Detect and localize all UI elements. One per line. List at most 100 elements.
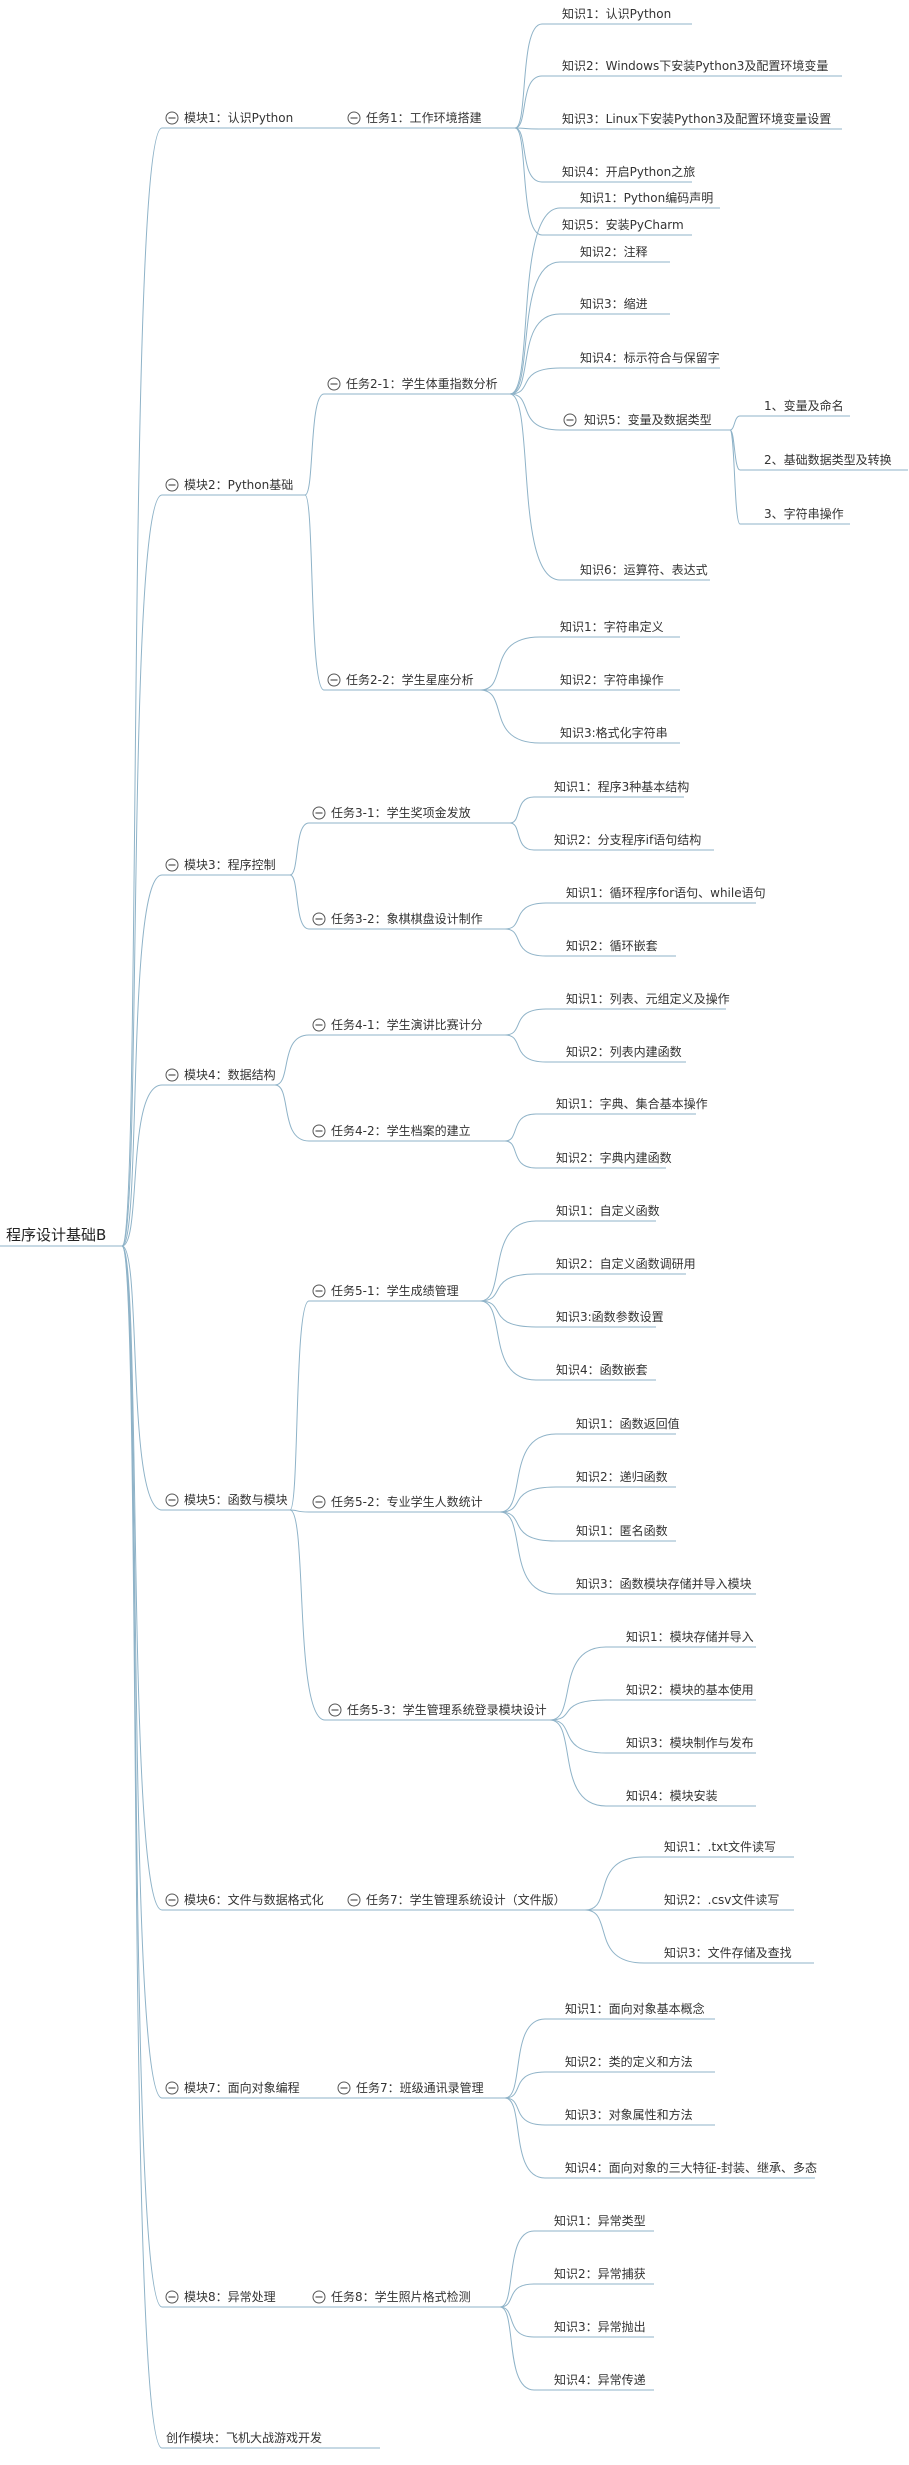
collapse-icon[interactable] bbox=[165, 1893, 179, 1907]
collapse-icon[interactable] bbox=[312, 2290, 326, 2304]
knowledge-node[interactable]: 知识1：面向对象基本概念 bbox=[565, 2001, 705, 2016]
connector-line bbox=[504, 1113, 537, 1142]
knowledge-node[interactable]: 知识2：列表内建函数 bbox=[566, 1044, 682, 1059]
knowledge-node[interactable]: 知识1：字典、集合基本操作 bbox=[556, 1096, 708, 1111]
task-node[interactable]: 任务5-1：学生成绩管理 bbox=[331, 1283, 459, 1298]
subtopic-node[interactable]: 2、基础数据类型及转换 bbox=[764, 452, 892, 467]
collapse-icon[interactable] bbox=[312, 1284, 326, 1298]
module-node[interactable]: 模块8：异常处理 bbox=[184, 2290, 276, 2304]
knowledge-node[interactable]: 知识4：标示符合与保留字 bbox=[580, 350, 720, 365]
collapse-icon[interactable] bbox=[312, 1018, 326, 1032]
knowledge-node[interactable]: 知识2：字符串操作 bbox=[560, 672, 664, 687]
knowledge-node[interactable]: 知识3：异常抛出 bbox=[554, 2319, 646, 2334]
task-node[interactable]: 任务2-2：学生星座分析 bbox=[346, 672, 474, 687]
collapse-icon[interactable] bbox=[165, 858, 179, 872]
collapse-icon[interactable] bbox=[312, 1495, 326, 1509]
knowledge-node[interactable]: 知识1：.txt文件读写 bbox=[664, 1839, 776, 1854]
connector-line bbox=[504, 2097, 546, 2126]
task-node[interactable]: 任务7：班级通讯录管理 bbox=[356, 2080, 484, 2095]
knowledge-node[interactable]: 知识1：匿名函数 bbox=[576, 1523, 668, 1538]
knowledge-node[interactable]: 知识2：类的定义和方法 bbox=[565, 2054, 693, 2069]
knowledge-node[interactable]: 知识2：自定义函数调研用 bbox=[556, 1256, 696, 1271]
knowledge-node[interactable]: 知识5：变量及数据类型 bbox=[584, 412, 712, 427]
subtopic-node[interactable]: 3、字符串操作 bbox=[764, 506, 844, 521]
collapse-icon[interactable] bbox=[165, 111, 179, 125]
module-node[interactable]: 模块5：函数与模块 bbox=[184, 1492, 288, 1507]
knowledge-node[interactable]: 知识1：循环程序for语句、while语句 bbox=[566, 885, 766, 900]
knowledge-node[interactable]: 知识2：异常捕获 bbox=[554, 2266, 646, 2281]
collapse-icon[interactable] bbox=[327, 673, 341, 687]
knowledge-node[interactable]: 知识2：递归函数 bbox=[576, 1469, 668, 1484]
knowledge-node[interactable]: 知识1：字符串定义 bbox=[560, 619, 664, 634]
collapse-icon[interactable] bbox=[165, 2290, 179, 2304]
collapse-icon[interactable] bbox=[327, 377, 341, 391]
collapse-icon[interactable] bbox=[312, 912, 326, 926]
knowledge-node[interactable]: 知识3：模块制作与发布 bbox=[626, 1735, 754, 1750]
knowledge-node[interactable]: 知识2：Windows下安装Python3及配置环境变量 bbox=[562, 58, 828, 73]
module-node[interactable]: 创作模块：飞机大战游戏开发 bbox=[166, 2430, 322, 2445]
knowledge-node[interactable]: 知识4：面向对象的三大特征-封装、继承、多态 bbox=[565, 2160, 817, 2175]
root-node[interactable]: 程序设计基础B bbox=[6, 1226, 106, 1244]
task-node[interactable]: 任务5-2：专业学生人数统计 bbox=[331, 1494, 483, 1509]
task-node[interactable]: 任务4-1：学生演讲比赛计分 bbox=[331, 1017, 483, 1032]
knowledge-node[interactable]: 知识4：模块安装 bbox=[626, 1788, 718, 1803]
knowledge-node[interactable]: 知识1：程序3种基本结构 bbox=[554, 779, 689, 794]
task-node[interactable]: 任务4-2：学生档案的建立 bbox=[331, 1123, 471, 1138]
knowledge-node[interactable]: 知识3:函数参数设置 bbox=[556, 1309, 664, 1324]
knowledge-node[interactable]: 知识6：运算符、表达式 bbox=[580, 562, 708, 577]
knowledge-node[interactable]: 知识2：字典内建函数 bbox=[556, 1150, 672, 1165]
task-node[interactable]: 任务8：学生照片格式检测 bbox=[331, 2289, 471, 2304]
connector-line bbox=[121, 1084, 163, 1247]
task-node[interactable]: 任务3-2：象棋棋盘设计制作 bbox=[331, 911, 483, 926]
knowledge-node[interactable]: 知识3：缩进 bbox=[580, 296, 648, 311]
collapse-icon[interactable] bbox=[312, 806, 326, 820]
knowledge-node[interactable]: 知识3：Linux下安装Python3及配置环境变量设置 bbox=[562, 111, 831, 126]
connector-line bbox=[514, 127, 543, 130]
knowledge-node[interactable]: 知识1：模块存储并导入 bbox=[626, 1629, 754, 1644]
knowledge-node[interactable]: 知识1：认识Python bbox=[562, 7, 671, 21]
knowledge-node[interactable]: 知识1：Python编码声明 bbox=[580, 190, 713, 205]
module-node[interactable]: 模块4：数据结构 bbox=[184, 1067, 276, 1082]
collapse-icon[interactable] bbox=[165, 2081, 179, 2095]
knowledge-node[interactable]: 知识3：文件存储及查找 bbox=[664, 1945, 792, 1960]
knowledge-node[interactable]: 知识1：函数返回值 bbox=[576, 1416, 680, 1431]
collapse-icon[interactable] bbox=[563, 413, 577, 427]
module-node[interactable]: 模块6：文件与数据格式化 bbox=[184, 1892, 324, 1907]
task-node[interactable]: 任务2-1：学生体重指数分析 bbox=[346, 376, 498, 391]
module-node[interactable]: 模块3：程序控制 bbox=[184, 857, 276, 872]
collapse-icon[interactable] bbox=[347, 1893, 361, 1907]
task-node[interactable]: 任务7：学生管理系统设计（文件版） bbox=[366, 1892, 566, 1907]
knowledge-node[interactable]: 知识2：.csv文件读写 bbox=[664, 1892, 779, 1907]
knowledge-node[interactable]: 知识5：安装PyCharm bbox=[562, 217, 684, 232]
collapse-icon[interactable] bbox=[337, 2081, 351, 2095]
module-node[interactable]: 模块7：面向对象编程 bbox=[184, 2080, 300, 2095]
knowledge-node[interactable]: 知识4：开启Python之旅 bbox=[562, 165, 695, 179]
knowledge-node[interactable]: 知识3：对象属性和方法 bbox=[565, 2107, 693, 2122]
collapse-icon[interactable] bbox=[328, 1703, 342, 1717]
collapse-icon[interactable] bbox=[165, 1493, 179, 1507]
knowledge-node[interactable]: 知识4：异常传递 bbox=[554, 2372, 646, 2387]
task-node[interactable]: 任务3-1：学生奖项金发放 bbox=[331, 805, 471, 820]
module-node[interactable]: 模块1：认识Python bbox=[184, 111, 293, 125]
knowledge-node[interactable]: 知识2：模块的基本使用 bbox=[626, 1682, 754, 1697]
knowledge-node[interactable]: 知识1：异常类型 bbox=[554, 2214, 646, 2228]
connector-line bbox=[499, 2306, 535, 2391]
knowledge-node[interactable]: 知识1：自定义函数 bbox=[556, 1203, 660, 1218]
connector-line bbox=[584, 1909, 645, 1964]
collapse-icon[interactable] bbox=[165, 478, 179, 492]
knowledge-node[interactable]: 知识4：函数嵌套 bbox=[556, 1362, 648, 1377]
knowledge-node[interactable]: 知识2：循环嵌套 bbox=[566, 939, 658, 953]
knowledge-node[interactable]: 知识3:格式化字符串 bbox=[560, 725, 668, 740]
knowledge-node[interactable]: 知识2：注释 bbox=[580, 244, 648, 259]
task-node[interactable]: 任务1：工作环境搭建 bbox=[366, 110, 482, 125]
collapse-icon[interactable] bbox=[347, 111, 361, 125]
knowledge-node[interactable]: 知识2：分支程序if语句结构 bbox=[554, 832, 701, 847]
module-node[interactable]: 模块2：Python基础 bbox=[184, 478, 293, 492]
collapse-icon[interactable] bbox=[165, 1068, 179, 1082]
knowledge-node[interactable]: 知识3：函数模块存储并导入模块 bbox=[576, 1576, 752, 1591]
knowledge-node[interactable]: 知识1：列表、元组定义及操作 bbox=[566, 991, 730, 1006]
subtopic-node[interactable]: 1、变量及命名 bbox=[764, 398, 844, 413]
collapse-icon[interactable] bbox=[312, 1124, 326, 1138]
task-node[interactable]: 任务5-3：学生管理系统登录模块设计 bbox=[347, 1702, 547, 1717]
connector-line bbox=[514, 23, 543, 129]
